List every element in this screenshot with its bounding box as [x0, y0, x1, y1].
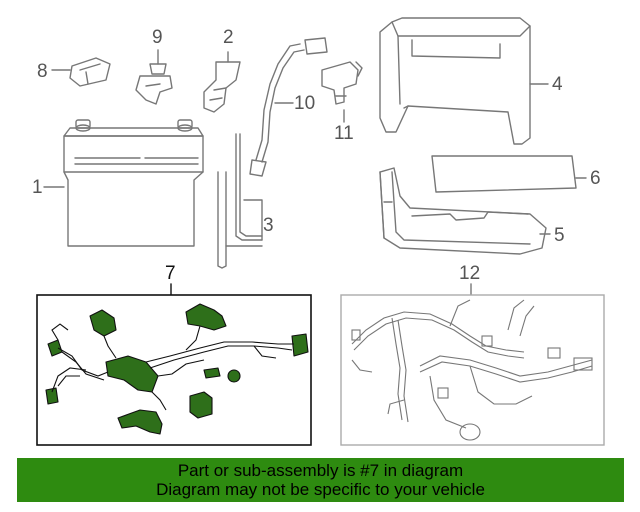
hold-down-rod-part [217, 133, 263, 269]
callout-9: 9 [152, 27, 163, 48]
battery-tray-part [379, 167, 551, 255]
harness-12-panel[interactable] [340, 294, 605, 446]
battery-cable-part [249, 37, 328, 177]
callout-2: 2 [223, 27, 234, 48]
callout-5: 5 [554, 225, 565, 246]
positive-terminal-part [203, 51, 241, 113]
callout-12: 12 [459, 263, 481, 284]
harness-connector-d [189, 391, 213, 419]
callout-6: 6 [590, 168, 601, 189]
battery-sensor-part [321, 61, 363, 123]
insulator-pad-part [431, 155, 587, 193]
bolt-bracket-part [135, 49, 173, 105]
callout-7: 7 [165, 263, 176, 284]
harness-connector-c [291, 333, 309, 357]
harness-connector-b [185, 303, 227, 331]
callout-11: 11 [334, 123, 354, 144]
banner-line-1: Part or sub-assembly is #7 in diagram [177, 461, 464, 480]
harness-7-panel[interactable] [36, 294, 312, 446]
callout-3: 3 [263, 215, 274, 236]
callout-8: 8 [37, 61, 48, 82]
banner-line-2: Diagram may not be specific to your vehi… [156, 480, 485, 499]
battery-cover-part [379, 17, 549, 145]
harness-connector-e [117, 409, 163, 435]
callout-1: 1 [32, 177, 43, 198]
harness-connector-a [89, 309, 117, 337]
battery-part [43, 119, 204, 247]
info-banner: Part or sub-assembly is #7 in diagram Di… [17, 458, 624, 502]
terminal-cover-part [51, 57, 111, 87]
callout-10: 10 [294, 93, 316, 114]
harness-grommet [227, 369, 241, 383]
callout-4: 4 [552, 74, 563, 95]
